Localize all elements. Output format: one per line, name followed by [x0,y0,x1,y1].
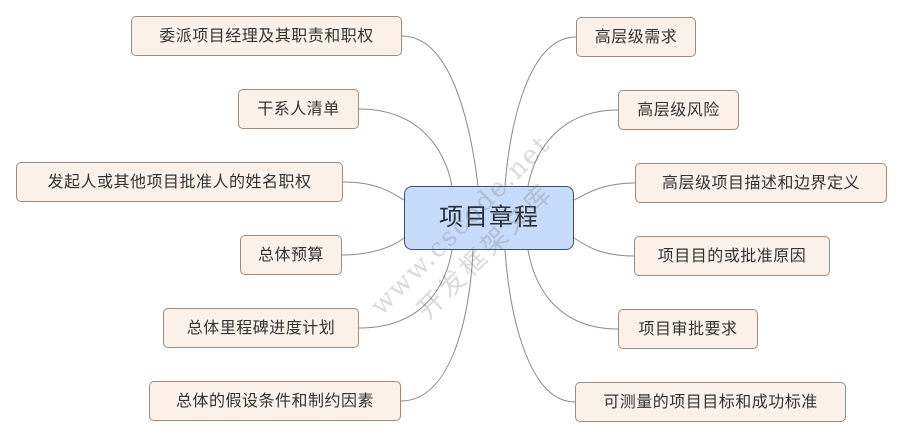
branch-node-right-1[interactable]: 高层级需求 [576,17,696,57]
connector-right-5 [527,249,619,330]
branch-node-left-6[interactable]: 总体的假设条件和制约因素 [149,381,401,421]
branch-node-right-5[interactable]: 项目审批要求 [618,309,758,349]
connector-right-4 [573,237,635,257]
connector-left-3 [342,181,405,201]
connector-left-6 [400,249,474,402]
connector-right-3 [573,182,636,201]
connector-left-5 [358,249,453,329]
branch-node-left-5[interactable]: 总体里程碑进度计划 [163,308,359,348]
branch-node-left-3[interactable]: 发起人或其他项目批准人的姓名职权 [16,162,343,202]
connector-left-2 [358,108,453,187]
connector-right-1 [504,36,577,187]
branch-node-left-4[interactable]: 总体预算 [240,235,342,275]
branch-node-left-1[interactable]: 委派项目经理及其职责和职权 [131,16,402,56]
branch-node-right-3[interactable]: 高层级项目描述和边界定义 [635,163,887,203]
branch-node-right-2[interactable]: 高层级风险 [618,90,739,130]
connector-left-4 [341,237,405,256]
connector-right-6 [504,249,576,403]
branch-node-right-6[interactable]: 可测量的项目目标和成功标准 [575,382,846,422]
connector-left-1 [401,35,479,187]
branch-node-left-2[interactable]: 干系人清单 [238,89,359,129]
root-node[interactable]: 项目章程 [404,186,574,250]
branch-node-right-4[interactable]: 项目目的或批准原因 [634,236,830,276]
connector-right-2 [527,109,619,187]
